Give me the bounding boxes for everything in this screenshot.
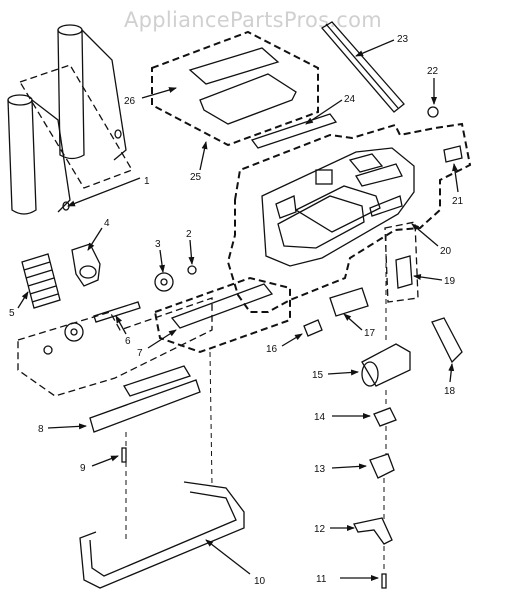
wheel-bracket-group-outline xyxy=(17,297,213,397)
handle-bar xyxy=(321,21,405,113)
leader-9 xyxy=(91,455,119,467)
screw-9 xyxy=(121,447,127,463)
cover-strip xyxy=(250,113,338,149)
hose-5 xyxy=(21,253,61,309)
callout-2: 2 xyxy=(186,229,192,240)
motor-15 xyxy=(361,343,411,387)
bumper-7 xyxy=(170,283,274,329)
leader-19 xyxy=(413,274,443,281)
bumper-group-outline xyxy=(153,276,291,354)
callout-26: 26 xyxy=(124,96,136,107)
handle-tube-upper xyxy=(57,24,127,161)
leader-1 xyxy=(67,177,141,207)
nut-lower xyxy=(43,345,53,355)
bracket-13 xyxy=(369,453,395,479)
leader-10 xyxy=(205,539,251,575)
callout-16: 16 xyxy=(266,344,278,355)
handle-frame-10 xyxy=(79,481,245,589)
callout-labels: 1 2 3 4 5 6 7 8 9 10 11 12 13 14 15 16 1… xyxy=(9,34,464,587)
callout-10: 10 xyxy=(254,576,266,587)
leader-25 xyxy=(199,141,208,171)
leader-7 xyxy=(147,329,177,349)
callout-9: 9 xyxy=(80,463,86,474)
wheel-3 xyxy=(154,272,174,292)
callout-13: 13 xyxy=(314,464,326,475)
callout-17: 17 xyxy=(364,328,376,339)
callout-11: 11 xyxy=(316,574,327,585)
callout-3: 3 xyxy=(155,239,161,250)
wheel-lower xyxy=(64,322,84,342)
cover-plate-curved xyxy=(199,73,297,125)
callout-14: 14 xyxy=(314,412,326,423)
callout-15: 15 xyxy=(312,370,324,381)
callout-21: 21 xyxy=(452,196,464,207)
callout-20: 20 xyxy=(440,246,452,257)
leader-6 xyxy=(115,315,127,335)
housing-group-outline xyxy=(226,122,472,313)
leader-13 xyxy=(331,463,367,470)
belt-18 xyxy=(431,317,463,364)
axle-6 xyxy=(93,301,141,323)
leader-4 xyxy=(87,227,103,251)
callout-8: 8 xyxy=(38,424,44,435)
coupling-4 xyxy=(71,243,101,287)
screw-11 xyxy=(381,573,387,589)
main-housing xyxy=(261,147,415,267)
leader-15 xyxy=(327,369,359,376)
handle-tube-lower xyxy=(7,94,71,215)
leader-21 xyxy=(452,163,459,193)
bottom-plate-8 xyxy=(89,379,201,433)
leader-24 xyxy=(305,99,343,125)
lamp-16 xyxy=(303,319,323,337)
leader-20 xyxy=(411,223,439,247)
callout-6: 6 xyxy=(125,336,131,347)
cover-plate-flat xyxy=(188,47,280,85)
callout-4: 4 xyxy=(104,218,110,229)
leader-3 xyxy=(159,249,166,273)
leader-18 xyxy=(448,363,455,383)
callout-1: 1 xyxy=(144,176,150,187)
bag-cover-group-outline xyxy=(151,30,319,147)
leader-8 xyxy=(47,423,87,430)
callout-22: 22 xyxy=(427,66,439,77)
leader-5 xyxy=(17,291,29,309)
leader-lines xyxy=(17,39,459,581)
switch-19 xyxy=(395,255,413,289)
nut-2 xyxy=(187,265,197,275)
callout-12: 12 xyxy=(314,524,326,535)
brush-holder-12 xyxy=(353,517,393,545)
callout-19: 19 xyxy=(444,276,456,287)
leader-17 xyxy=(343,313,363,331)
bracket-21 xyxy=(443,145,463,163)
watermark-text: AppliancePartsPros.com xyxy=(123,8,383,32)
callout-18: 18 xyxy=(444,386,456,397)
leader-2 xyxy=(188,239,195,265)
leader-26 xyxy=(141,87,177,99)
callout-25: 25 xyxy=(190,172,202,183)
callout-7: 7 xyxy=(137,348,143,359)
washer-14 xyxy=(373,407,397,427)
callout-24: 24 xyxy=(344,94,356,105)
callout-5: 5 xyxy=(9,308,15,319)
callout-23: 23 xyxy=(397,34,409,45)
leader-23 xyxy=(355,39,395,57)
switch-bracket-17 xyxy=(329,287,369,317)
nut-22 xyxy=(427,106,439,118)
leader-16 xyxy=(281,333,303,347)
